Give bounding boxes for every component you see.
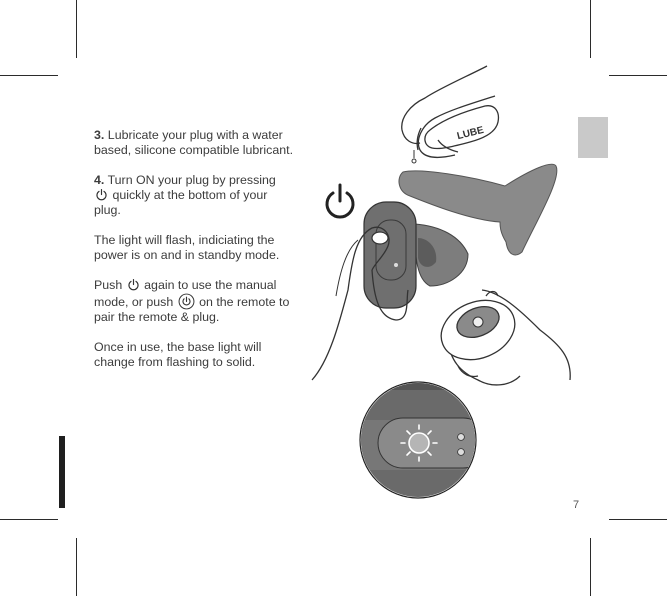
push-text-a: Push <box>94 278 123 292</box>
step-3: 3. Lubricate your plug with a water base… <box>94 128 294 158</box>
push-text-c: on the remote to pair the remote & plug. <box>94 295 290 324</box>
step-4: 4. Turn ON your plug by pressing quickly… <box>94 173 294 218</box>
section-tab <box>578 117 608 158</box>
power-circle-icon <box>178 293 195 310</box>
step-4-text-before: Turn ON your plug by pressing <box>107 173 276 187</box>
hand-pressing-plug <box>311 201 417 381</box>
push-paragraph: Push again to use the manual mode, or pu… <box>94 278 294 325</box>
plug-shape <box>398 163 558 287</box>
usage-illustration: LUBE <box>311 65 571 499</box>
push-text-b: again to use the manual mode, or push <box>94 278 277 309</box>
lube-bottle-hand <box>401 65 500 159</box>
power-icon <box>96 189 107 201</box>
light-paragraph: The light will flash, indiciating the po… <box>94 233 280 262</box>
crop-mark-right-top <box>609 75 667 76</box>
crop-mark-left-bottom <box>0 519 58 520</box>
page-number: 7 <box>573 499 580 511</box>
zoom-detail <box>359 381 477 499</box>
step-3-number: 3. <box>94 128 105 142</box>
step-4-text-after: quickly at the bottom of your plug. <box>94 188 268 217</box>
crop-mark-top-left <box>76 0 77 58</box>
step-4-number: 4. <box>94 173 105 187</box>
power-icon <box>325 183 355 219</box>
crop-mark-right-bottom <box>609 519 667 520</box>
power-icon <box>128 279 139 291</box>
hand-with-remote <box>440 289 571 386</box>
step-3-text: Lubricate your plug with a water based, … <box>94 128 294 157</box>
crop-mark-left-top <box>0 75 58 76</box>
lube-drop <box>411 158 417 164</box>
crop-mark-bottom-left <box>76 538 77 596</box>
crop-mark-bottom-right <box>590 538 591 596</box>
once-paragraph: Once in use, the base light will change … <box>94 340 262 369</box>
instructions-column: 3. Lubricate your plug with a water base… <box>94 128 294 385</box>
crop-mark-top-right <box>590 0 591 58</box>
side-bar-marker <box>59 436 65 508</box>
